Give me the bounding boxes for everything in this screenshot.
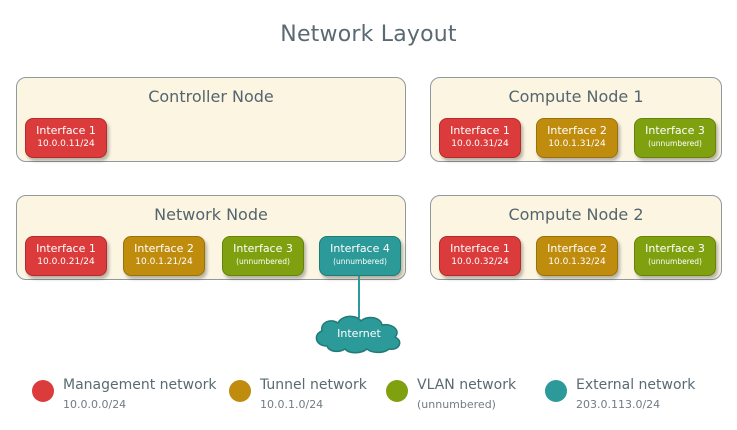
legend-tunnel-name: Tunnel network [260, 377, 367, 393]
external-link-line [358, 276, 360, 318]
interface-name: Interface 1 [36, 242, 96, 255]
node-title: Network Node [154, 205, 268, 224]
compute2-interface-3: Interface 3 (unnumbered) [634, 236, 716, 276]
compute2-interface-2: Interface 2 10.0.1.32/24 [536, 236, 618, 276]
interface-address: 10.0.0.21/24 [37, 257, 95, 267]
network-interface-3: Interface 3 (unnumbered) [222, 236, 304, 276]
compute1-interface-3: Interface 3 (unnumbered) [634, 118, 716, 158]
legend-management-name: Management network [63, 377, 217, 393]
interface-address: (unnumbered) [333, 257, 387, 266]
compute-node-2: Compute Node 2 Interface 1 10.0.0.32/24 … [430, 195, 722, 280]
interface-name: Interface 1 [36, 124, 96, 137]
interface-name: Interface 2 [547, 242, 607, 255]
controller-interface-1: Interface 1 10.0.0.11/24 [25, 118, 107, 158]
network-interface-4: Interface 4 (unnumbered) [319, 236, 401, 276]
interface-address: 10.0.1.31/24 [548, 139, 606, 149]
legend-management-dot [32, 380, 54, 402]
interface-address: 10.0.1.21/24 [135, 257, 193, 267]
legend-vlan-dot [386, 380, 408, 402]
compute2-interface-1: Interface 1 10.0.0.32/24 [439, 236, 521, 276]
legend-tunnel-subnet: 10.0.1.0/24 [260, 398, 324, 411]
legend-external-dot [545, 380, 567, 402]
interface-address: 10.0.0.31/24 [451, 139, 509, 149]
legend-external-name: External network [576, 377, 696, 393]
compute1-interface-1: Interface 1 10.0.0.31/24 [439, 118, 521, 158]
diagram-title: Network Layout [280, 22, 457, 47]
interface-name: Interface 1 [450, 242, 510, 255]
interface-name: Interface 2 [134, 242, 194, 255]
legend-external-subnet: 203.0.113.0/24 [576, 398, 661, 411]
interface-name: Interface 3 [233, 242, 293, 255]
interface-name: Interface 4 [330, 242, 390, 255]
interface-address: (unnumbered) [236, 257, 290, 266]
network-interface-2: Interface 2 10.0.1.21/24 [123, 236, 205, 276]
legend-management-subnet: 10.0.0.0/24 [63, 398, 127, 411]
interface-address: 10.0.1.32/24 [548, 257, 606, 267]
network-interface-1: Interface 1 10.0.0.21/24 [25, 236, 107, 276]
interface-name: Interface 2 [547, 124, 607, 137]
legend-tunnel-dot [229, 380, 251, 402]
internet-cloud-icon [315, 315, 401, 354]
interface-name: Interface 1 [450, 124, 510, 137]
interface-address: (unnumbered) [648, 257, 702, 266]
compute-node-1: Compute Node 1 Interface 1 10.0.0.31/24 … [430, 77, 722, 162]
legend-vlan-subnet: (unnumbered) [417, 398, 496, 411]
controller-node: Controller Node Interface 1 10.0.0.11/24 [16, 77, 406, 162]
interface-name: Interface 3 [645, 242, 705, 255]
interface-address: 10.0.0.32/24 [451, 257, 509, 267]
interface-address: 10.0.0.11/24 [37, 139, 95, 149]
interface-address: (unnumbered) [648, 139, 702, 148]
interface-name: Interface 3 [645, 124, 705, 137]
internet-label: Internet [337, 327, 381, 340]
compute1-interface-2: Interface 2 10.0.1.31/24 [536, 118, 618, 158]
node-title: Compute Node 2 [508, 205, 644, 224]
node-title: Compute Node 1 [508, 87, 644, 106]
node-title: Controller Node [148, 87, 274, 106]
network-node: Network Node Interface 1 10.0.0.21/24 In… [16, 195, 406, 280]
legend-vlan-name: VLAN network [417, 377, 517, 393]
